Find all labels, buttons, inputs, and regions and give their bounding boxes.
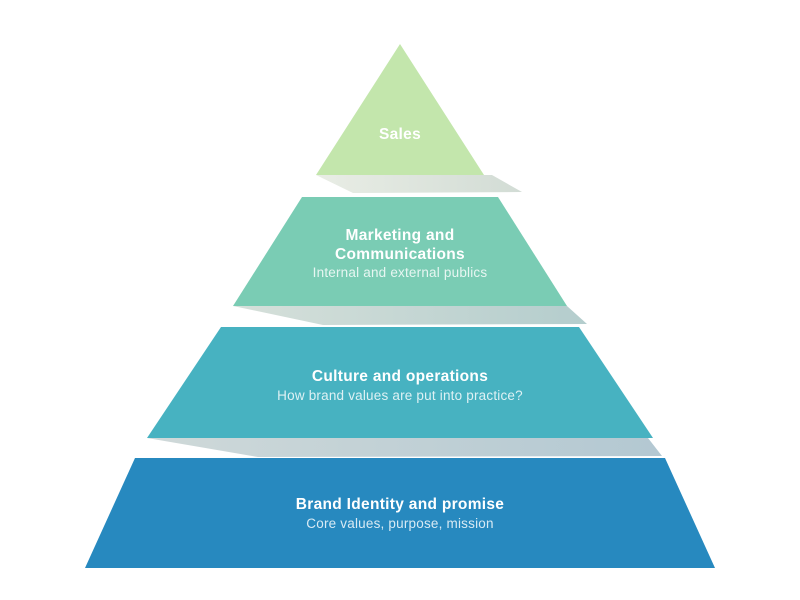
tier-culture-label: Culture and operations [312, 368, 488, 385]
tier-culture-sublabel: How brand values are put into practice? [277, 388, 523, 403]
tier-marketing-sublabel: Internal and external publics [313, 265, 488, 280]
tier-shadow-3 [147, 438, 662, 457]
pyramid-tier-marketing [233, 197, 567, 306]
tier-marketing-label-line2: Communications [335, 246, 465, 263]
tier-shadow-1 [316, 175, 522, 193]
tier-sales-label: Sales [379, 126, 421, 143]
pyramid-tier-culture [147, 327, 653, 438]
tier-brand-sublabel: Core values, purpose, mission [306, 516, 493, 531]
tier-marketing-label-line1: Marketing and [346, 227, 455, 244]
tier-shadow-2 [233, 306, 587, 325]
tier-brand-label: Brand Identity and promise [296, 496, 505, 513]
pyramid-tier-brand [85, 458, 715, 568]
pyramid-tier-sales [316, 44, 484, 175]
